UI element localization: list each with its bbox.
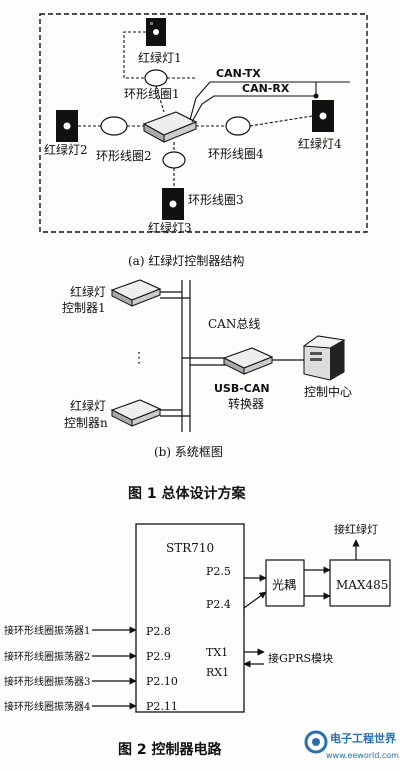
label-osc3: 接环形线圈振荡器3 (4, 675, 90, 688)
label-max485: MAX485 (336, 578, 388, 592)
controller-n-device (110, 399, 162, 427)
can-bus-lines (160, 280, 304, 432)
fig1-title: 图 1 总体设计方案 (128, 485, 246, 502)
fig1a-structure: 红绿灯1 红绿灯2 红绿灯3 红绿灯4 环形线圈1 环形线圈2 环形线圈3 环形… (39, 13, 368, 268)
optocoupler-box (265, 559, 305, 607)
label-to-gprs: 接GPRS模块 (268, 652, 333, 665)
label-can-rx: CAN-RX (242, 82, 290, 95)
label-light2: 红绿灯2 (44, 142, 88, 157)
label-coil4: 环形线圈4 (208, 147, 264, 161)
fig2-title: 图 2 控制器电路 (118, 741, 222, 758)
label-p211: P2.11 (146, 700, 178, 713)
label-opto: 光耦 (272, 578, 296, 592)
label-osc1: 接环形线圈振荡器1 (4, 624, 90, 637)
label-rx1: RX1 (206, 666, 229, 679)
label-coil2: 环形线圈2 (96, 149, 152, 163)
label-p25: P2.5 (206, 565, 231, 578)
label-light1: 红绿灯1 (138, 50, 182, 65)
coil-2 (100, 116, 128, 136)
label-p24: P2.4 (206, 598, 231, 611)
fig1a-dashed-border (39, 13, 368, 233)
label-p28: P2.8 (146, 625, 171, 638)
controller-1-device (110, 279, 162, 307)
coil-1 (144, 69, 168, 87)
label-light4: 红绿灯4 (298, 136, 342, 151)
traffic-light-3 (162, 188, 184, 220)
label-light3: 红绿灯3 (148, 220, 192, 235)
controller-box (142, 111, 198, 143)
coil-4 (225, 116, 251, 136)
label-p210: P2.10 (146, 675, 178, 688)
label-ctrl1-line1: 红绿灯 (70, 284, 106, 299)
fig2-arrows (92, 539, 360, 710)
label-str710: STR710 (166, 541, 214, 555)
watermark-url: www.eeworld.com.cn (326, 751, 400, 760)
eeworld-watermark: 电子工程世界 www.eeworld.com.cn (304, 730, 400, 760)
label-dots: ⋮ (132, 350, 146, 366)
label-p29: P2.9 (146, 650, 171, 663)
label-ctrln-line2: 控制器n (64, 416, 108, 430)
traffic-light-4 (312, 100, 334, 132)
str710-chip (135, 523, 245, 713)
computer-icon (302, 335, 346, 381)
traffic-light-1 (146, 18, 166, 46)
fig1a-dashed-links (78, 31, 313, 188)
label-tx1: TX1 (206, 646, 228, 659)
max485-box (329, 559, 391, 607)
label-can-tx: CAN-TX (216, 67, 261, 80)
fig2-controller-circuit: STR710 P2.5 P2.4 P2.8 P2.9 P2.10 P2.11 T… (4, 522, 391, 713)
label-osc4: 接环形线圈振荡器4 (4, 700, 90, 713)
label-converter-line1: USB-CAN (214, 382, 270, 395)
label-to-light: 接红绿灯 (334, 522, 378, 536)
fig1b-caption: (b) 系统框图 (154, 445, 223, 459)
fig1a-caption: (a) 红绿灯控制器结构 (128, 253, 244, 268)
label-coil1: 环形线圈1 (124, 87, 180, 101)
coil-3 (162, 151, 186, 169)
label-osc2: 接环形线圈振荡器2 (4, 650, 90, 663)
label-coil3: 环形线圈3 (188, 193, 244, 207)
usb-can-converter-device (222, 347, 274, 375)
label-can-bus: CAN总线 (208, 317, 260, 331)
traffic-light-2 (56, 110, 78, 142)
label-converter-line2: 转换器 (228, 396, 264, 411)
eeworld-logo-icon (304, 730, 328, 754)
watermark-brand: 电子工程世界 (330, 731, 396, 745)
fig1b-system: 红绿灯 控制器1 ⋮ 红绿灯 控制器n CAN总线 (62, 279, 352, 459)
can-lines (189, 81, 350, 123)
label-ctrln-line1: 红绿灯 (70, 398, 106, 413)
label-ctrl1-line2: 控制器1 (62, 301, 106, 315)
label-control-center: 控制中心 (304, 384, 352, 399)
